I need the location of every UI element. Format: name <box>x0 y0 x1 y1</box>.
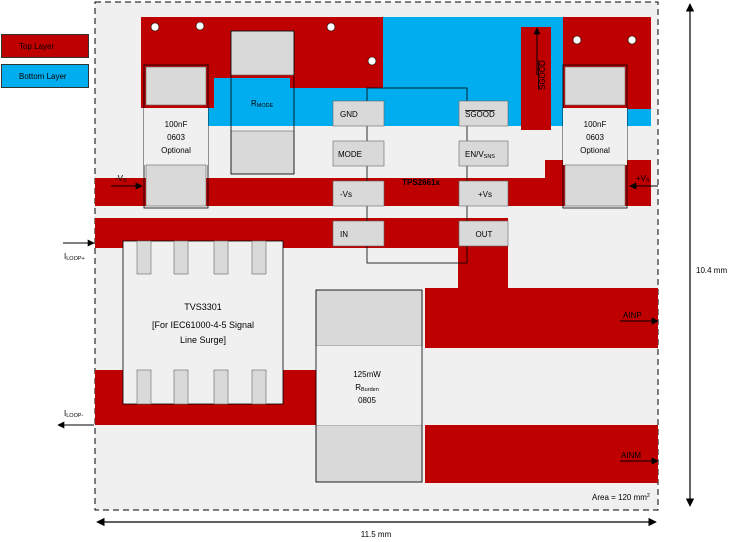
rmode-outline <box>230 30 295 175</box>
pin-in-label: IN <box>340 230 348 239</box>
rburden-name: RBurden <box>355 383 379 393</box>
net-ainp-label: AINP <box>623 311 642 320</box>
cap-right-note: Optional <box>580 146 610 155</box>
rburden-body <box>316 346 422 425</box>
net-sgood-label: SGOOD <box>538 60 547 90</box>
ic-outline <box>366 87 468 264</box>
cap-right-body <box>563 108 627 165</box>
pin-out-label: OUT <box>476 230 493 239</box>
rburden-outline <box>315 289 423 483</box>
net-iloop-minus-label: ILOOP- <box>64 409 84 419</box>
cap-right-value: 100nF <box>584 120 607 129</box>
rburden-package: 0805 <box>358 396 376 405</box>
net-iloop-plus-label: ILOOP+ <box>64 252 85 262</box>
pin-mode-label: MODE <box>338 150 362 159</box>
pin-gnd-label: GND <box>340 110 358 119</box>
cap-left-value: 100nF <box>165 120 188 129</box>
cap-left-note: Optional <box>161 146 191 155</box>
ic-name: TPS2661x <box>402 178 440 187</box>
legend-bottom-layer: Bottom Layer <box>1 64 89 88</box>
tvs-pins <box>136 240 267 405</box>
rmode-label: RMODE <box>251 99 274 109</box>
pads <box>145 30 626 483</box>
ic-pins <box>332 100 509 247</box>
height-dimension-label: 10.4 mm <box>696 266 727 275</box>
tvs-name: TVS3301 <box>184 302 222 312</box>
pin-neg-vs-label: -Vs <box>340 190 352 199</box>
tvs-line3: Line Surge] <box>180 335 226 345</box>
cap-right-package: 0603 <box>586 133 604 142</box>
net-pos-vs-label: +VS <box>636 174 650 184</box>
pin-sgood-label: SGOOD <box>465 110 495 119</box>
area-label: Area = 120 mm2 <box>592 493 650 502</box>
legend-bottom-layer-label: Bottom Layer <box>19 71 67 81</box>
cap-left-package: 0603 <box>167 133 185 142</box>
pin-pos-vs-label: +Vs <box>478 190 492 199</box>
net-ainm-label: AINM <box>621 451 641 460</box>
vias <box>150 21 637 66</box>
tvs-line2: [For IEC61000-4-5 Signal <box>152 320 254 330</box>
legend-top-layer: Top Layer <box>1 34 89 58</box>
rburden-power: 125mW <box>353 370 381 379</box>
width-dimension-label: 11.5 mm <box>361 530 392 539</box>
pin-en-label: EN/VSNS <box>465 150 495 160</box>
net-neg-vs-label: -VS <box>115 174 127 184</box>
legend-top-layer-label: Top Layer <box>19 41 55 51</box>
cap-left-body <box>144 108 208 165</box>
